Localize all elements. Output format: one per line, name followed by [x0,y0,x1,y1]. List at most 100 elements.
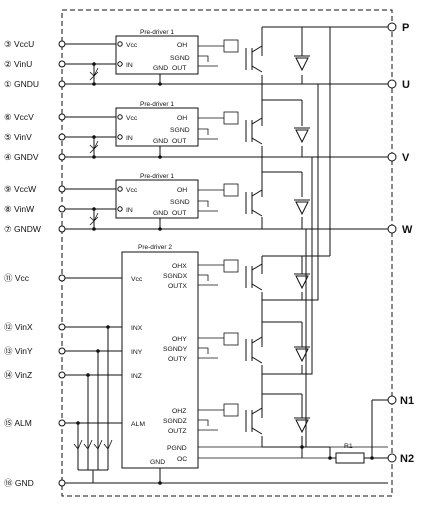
predriver1-v-gnd: GND [153,138,168,145]
predriver2-pgnd: PGND [167,445,187,452]
igbt-cells [223,39,310,435]
predriver2-inx: INX [131,325,143,332]
predriver1-u-vcc: Vcc [126,42,138,49]
pin-label-vinw: ⑧ VinW [4,204,34,214]
pin-label-vcc: ⑪ Vcc [4,273,30,283]
pin-vinu[interactable] [58,60,66,68]
igbt-w-high [223,183,310,217]
terminal-n2[interactable] [387,453,397,463]
predriver2-outy: OUTY [168,356,187,363]
resistor-r1-label: R1 [344,443,353,450]
predriver1-u-out: OUT [172,65,186,72]
predriver2: Pre-driver 2 ⑪ Vcc ⑫ VinX ⑬ VinY ⑭ VinZ … [4,244,388,488]
pin-label-vinu: ② VinU [4,59,32,69]
predriver2-oc: OC [177,456,187,463]
terminal-p[interactable] [387,22,397,32]
pin-label-vinx: ⑫ VinX [4,322,33,332]
predriver1-w-gnd: GND [153,210,168,217]
terminal-n2-label: N2 [400,453,414,465]
predriver1-u-gnd: GND [153,65,168,72]
predriver2-sgndz: SGNDZ [163,418,187,425]
predriver1-v-box [115,107,199,147]
pin-label-vinv: ⑤ VinV [4,132,32,142]
predriver1-u-oh: OH [177,42,187,49]
pin-gndw[interactable] [58,225,66,233]
predriver1-w-box [115,179,199,219]
terminal-w-label: W [402,224,413,236]
predriver2-title: Pre-driver 2 [138,244,172,251]
predriver1-u-title: Pre-driver 1 [140,29,174,36]
terminal-v[interactable] [387,152,397,162]
pin-label-alm: ⑮ ALM [4,418,32,428]
predriver1-u-in: IN [126,62,133,69]
pin-label-vccw: ⑨ VccW [4,184,36,194]
predriver1-w-title: Pre-driver 1 [140,173,174,180]
igbt-v-high [223,111,310,145]
predriver1-w-in: IN [126,207,133,214]
predriver2-iny: INY [131,349,143,356]
pin-gndv[interactable] [58,153,66,161]
predriver1-w-out: OUT [172,210,186,217]
pin-vinz[interactable] [58,371,66,379]
predriver2-vcc: Vcc [131,276,143,283]
pin-vinw[interactable] [58,205,66,213]
predriver1-w-sgnd: SGND [170,199,190,206]
predriver2-gnd: GND [150,459,165,466]
igbt-z-low [223,403,310,435]
terminal-v-label: V [402,152,410,164]
module-outline [61,9,393,497]
pin-label-gndu: ① GNDU [4,79,39,89]
predriver2-sgndx: SGNDX [163,273,188,280]
pin-vccu[interactable] [58,40,66,48]
output-terminals: P U V W N1 N2 [387,22,414,465]
terminal-w[interactable] [387,224,397,234]
predriver1-v-vcc: Vcc [126,115,138,122]
pin-label-viny: ⑬ VinY [4,346,33,356]
terminal-p-label: P [402,22,409,34]
predriver1-u-box [115,35,199,75]
predriver2-ohy: OHY [172,336,187,343]
pin-vinv[interactable] [58,133,66,141]
pin-gnd[interactable] [58,479,66,487]
predriver2-ohx: OHX [172,263,187,270]
predriver1-u-sgnd: SGND [170,55,190,62]
predriver2-outz: OUTZ [168,428,187,435]
predriver1-v-in: IN [126,135,133,142]
pin-vcc[interactable] [58,274,66,282]
power-stage [261,26,388,458]
terminal-u[interactable] [387,79,397,89]
predriver2-ohz: OHZ [172,408,186,415]
terminal-n1-label: N1 [400,395,414,407]
predriver1-v-out: OUT [172,138,186,145]
resistor-r1 [335,452,365,464]
pin-vccv[interactable] [58,113,66,121]
pin-viny[interactable] [58,347,66,355]
predriver2-inz: INZ [131,373,142,380]
igbt-x-low [223,259,310,291]
predriver2-sgndy: SGNDY [163,346,188,353]
terminal-u-label: U [402,79,410,91]
pin-vccw[interactable] [58,185,66,193]
igbt-y-low [223,332,310,364]
pin-label-vccv: ⑥ VccV [4,112,34,122]
predriver1-v: ⑥ VccV ⑤ VinV ④ GNDV Pre-driver 1 Vcc IN… [4,101,388,162]
predriver1-v-oh: OH [177,115,187,122]
pin-label-vinz: ⑭ VinZ [4,370,32,380]
predriver1-u: ③ VccU ② VinU ① GNDU Pre-driver 1 Vcc IN… [4,29,388,89]
pin-label-gnd: ⑱ GND [4,478,34,488]
shunt-section: R1 [306,399,388,464]
predriver1-w-oh: OH [177,187,187,194]
terminal-n1[interactable] [387,395,397,405]
pin-label-gndv: ④ GNDV [4,152,39,162]
pin-label-vccu: ③ VccU [4,39,34,49]
pin-vinx[interactable] [58,323,66,331]
predriver1-w: ⑨ VccW ⑧ VinW ⑦ GNDW Pre-driver 1 Vcc IN… [4,173,388,234]
pin-alm[interactable] [58,419,66,427]
pin-label-gndw: ⑦ GNDW [4,224,41,234]
predriver1-v-sgnd: SGND [170,127,190,134]
predriver2-box [121,251,199,469]
predriver1-w-vcc: Vcc [126,187,138,194]
pin-gndu[interactable] [58,80,66,88]
predriver2-outx: OUTX [168,283,187,290]
